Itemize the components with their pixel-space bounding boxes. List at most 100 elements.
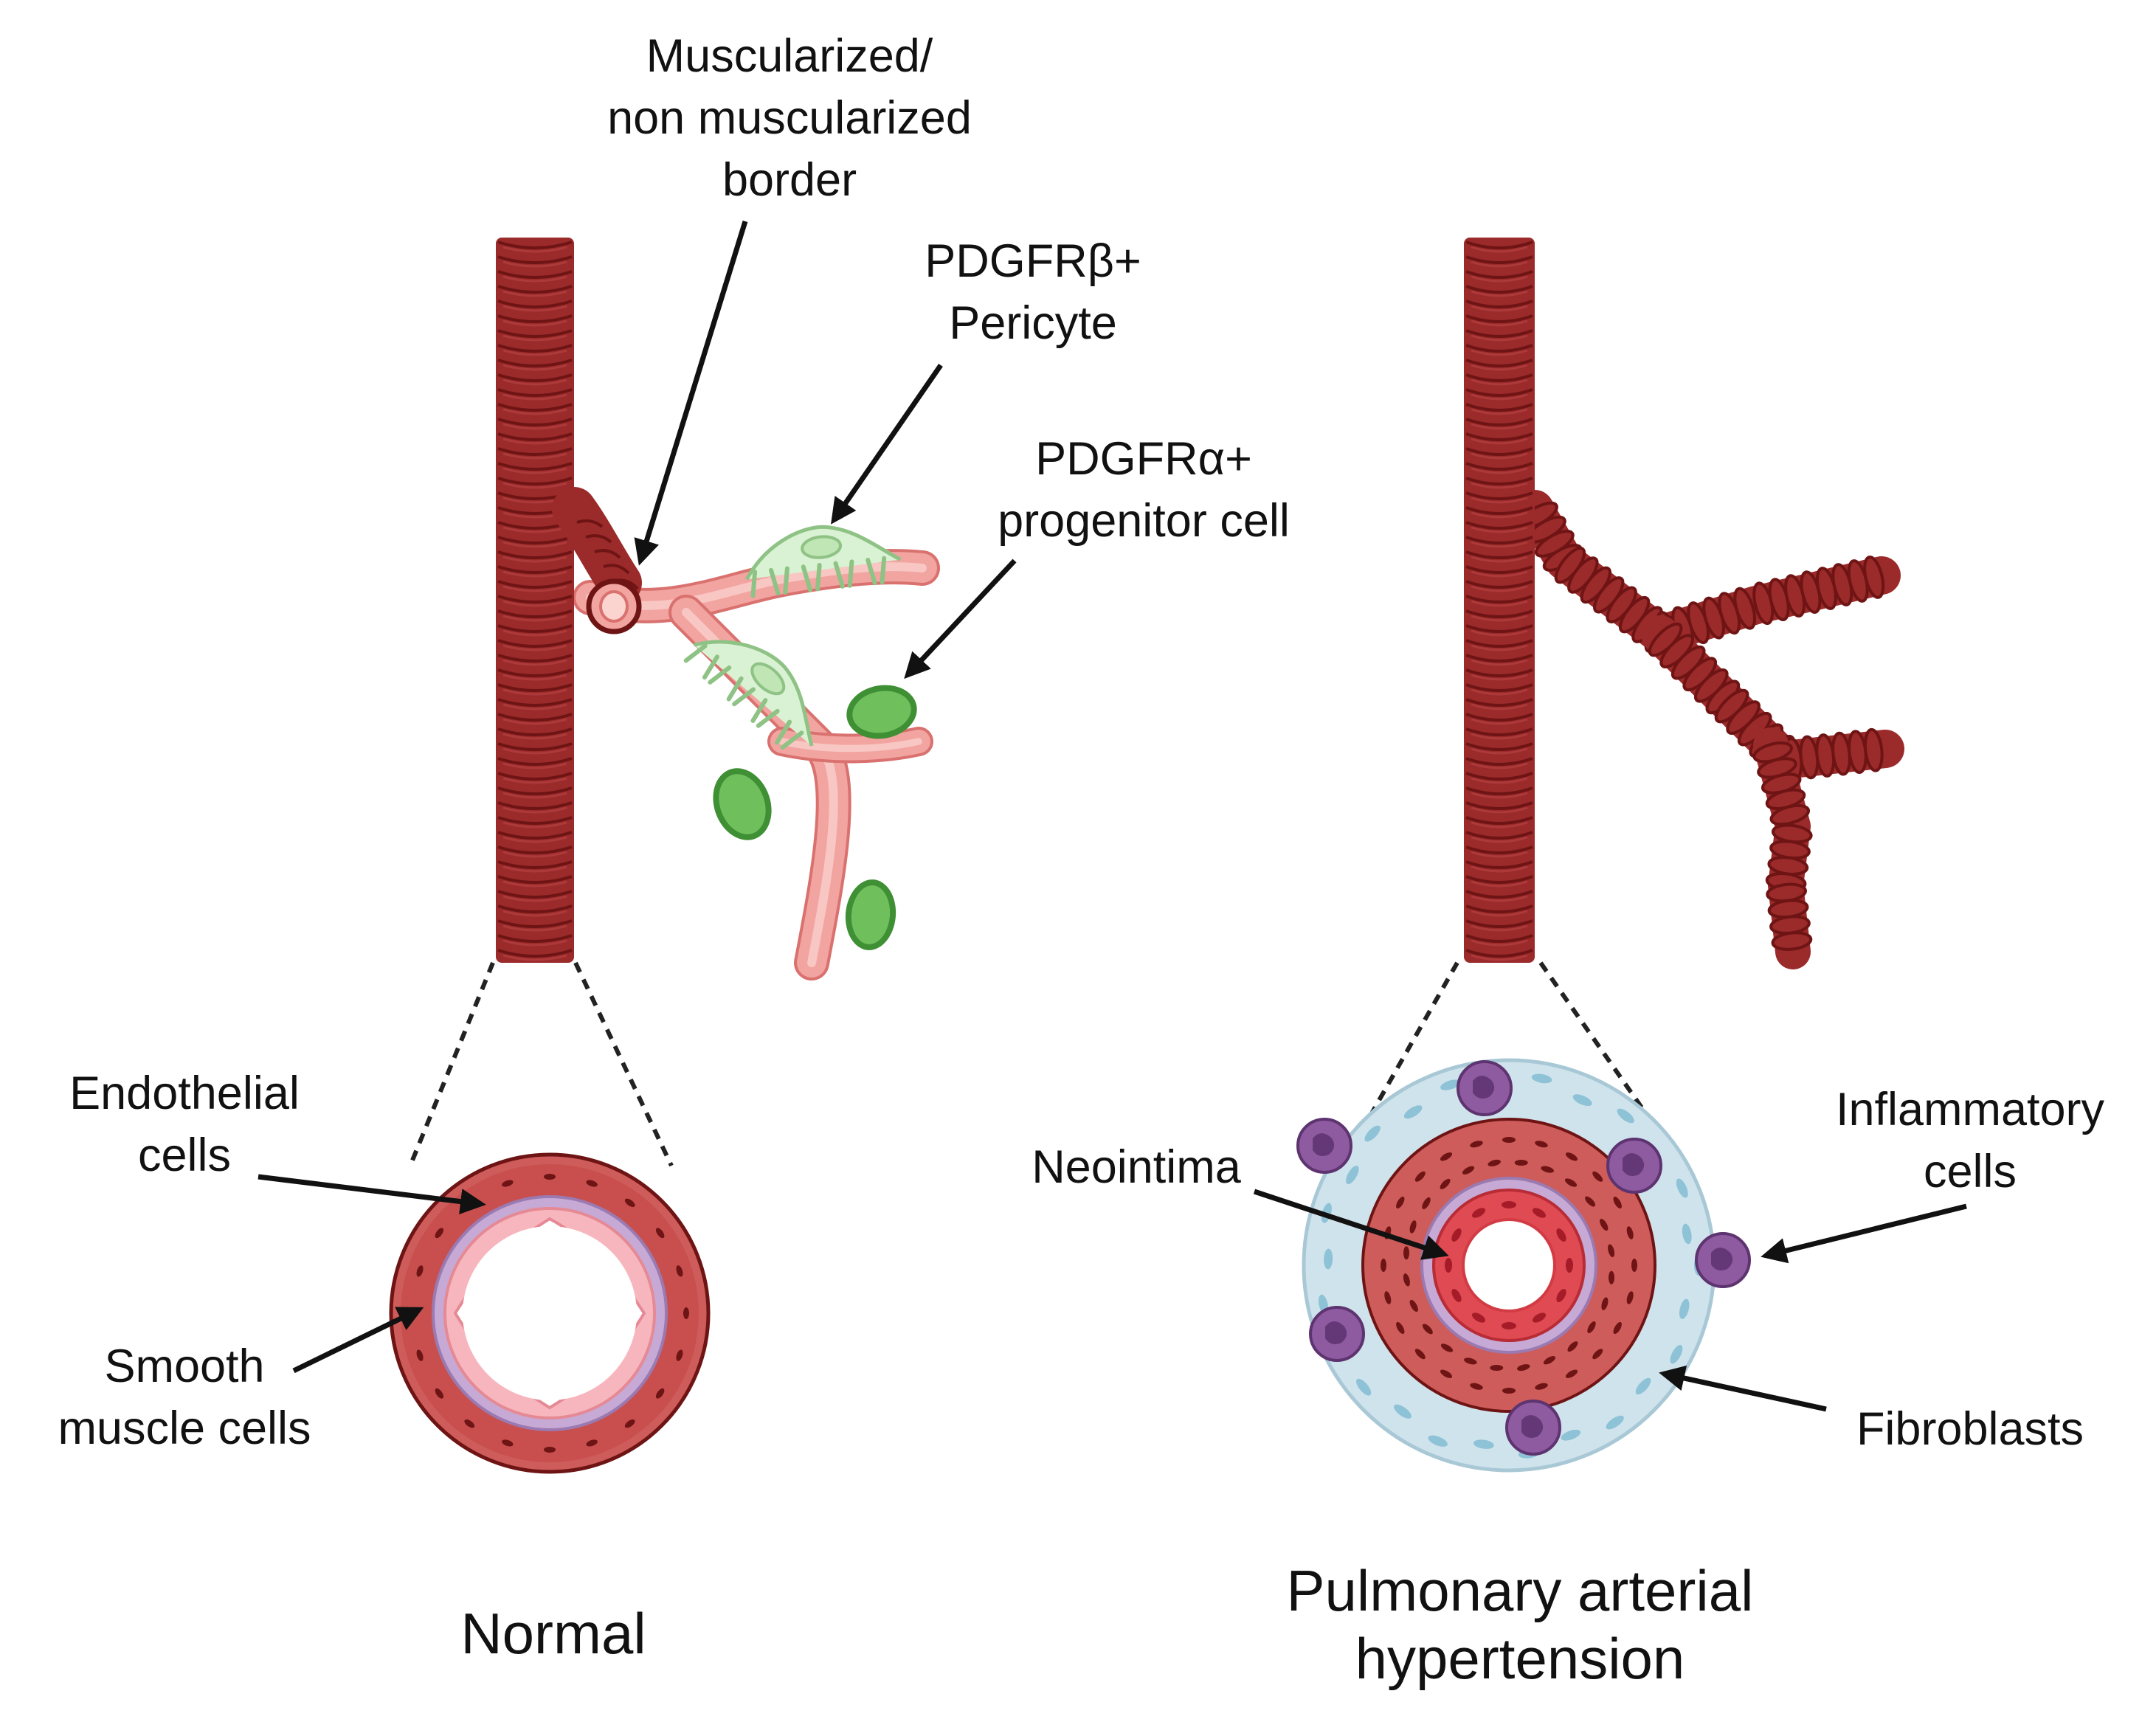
branch-ring (1769, 803, 1811, 826)
smc-nucleus (1464, 1357, 1477, 1365)
pericyte-process (801, 564, 813, 592)
muscle-ring-highlight (1471, 246, 1528, 253)
muscle-ring (1465, 757, 1533, 766)
muscle-ring (497, 713, 573, 722)
muscle-ring (497, 683, 573, 692)
muscle-ring-highlight (502, 806, 567, 814)
muscle-ring-highlight (502, 423, 567, 430)
muscle-ring (1465, 521, 1533, 530)
muscle-ring-highlight (502, 378, 567, 386)
smc-nucleus (544, 1174, 556, 1180)
muscle-ring-highlight (502, 703, 567, 710)
smc-nucleus (502, 1439, 514, 1447)
pericyte-process (880, 556, 887, 585)
muscle-ring-highlight (502, 349, 567, 356)
muscle-ring-highlight (1471, 880, 1528, 888)
muscle-ring (497, 477, 573, 485)
lumen (1462, 1218, 1556, 1312)
pericyte-process (750, 570, 758, 598)
muscle-ring-highlight (502, 437, 567, 445)
muscle-ring (497, 403, 573, 412)
muscle-ring (497, 595, 573, 603)
muscle-ring (497, 432, 573, 441)
smc-nucleus (502, 1180, 514, 1187)
smc-nucleus (1470, 1383, 1483, 1390)
inflammatory-nucleus (1473, 1076, 1495, 1099)
muscle-ring-highlight (502, 629, 567, 637)
muscle-ring (1465, 388, 1533, 397)
muscle-ring (497, 300, 573, 308)
muscle-ring-highlight (502, 556, 567, 563)
muscle-ring (1465, 462, 1533, 471)
vessel-highlight (778, 738, 922, 753)
muscle-ring-highlight (502, 570, 567, 578)
muscle-ring-highlight (502, 467, 567, 474)
smc-nucleus (586, 1180, 598, 1187)
muscle-ring-highlight (1471, 319, 1528, 327)
smc-nucleus (1608, 1244, 1615, 1257)
muscle-ring-highlight (502, 275, 567, 283)
muscle-ring (1465, 934, 1533, 943)
smc-nucleus (1565, 1152, 1578, 1161)
muscle-ring (1465, 344, 1533, 353)
caption-normal: Normal (460, 1601, 646, 1666)
muscle-ring (1465, 477, 1533, 485)
smc-nucleus (1502, 1388, 1516, 1394)
muscularized-border-cuff (552, 487, 642, 634)
muscle-ring (1465, 491, 1533, 500)
muscle-ring (497, 241, 573, 249)
pericyte-process (768, 567, 781, 596)
muscle-ring-highlight (1471, 556, 1528, 563)
muscle-ring (497, 949, 573, 958)
smc-nucleus (676, 1265, 683, 1277)
muscle-ring-highlight (502, 659, 567, 666)
smc-nucleus (1381, 1259, 1386, 1272)
muscle-ring (497, 447, 573, 456)
arrow-smooth-muscle (292, 1307, 424, 1374)
pericyte-nucleus (750, 662, 786, 696)
smc-nucleus (1600, 1218, 1609, 1231)
neointima-nucleus (1532, 1312, 1547, 1323)
muscle-ring (497, 344, 573, 353)
muscle-ring (497, 668, 573, 677)
label-progenitor: PDGFRα+ progenitor cell (998, 433, 1290, 547)
muscle-ring-highlight (502, 777, 567, 784)
muscle-ring-highlight (502, 364, 567, 371)
pah-cross-section (1296, 1058, 1751, 1473)
muscle-ring (1465, 949, 1533, 958)
fibroblast (1606, 1415, 1624, 1430)
smc-nucleus (1414, 1171, 1426, 1182)
normal-muscular-artery (496, 238, 574, 963)
pericyte-process (732, 687, 756, 707)
muscle-ring (497, 580, 573, 589)
muscle-ring-highlight (1471, 290, 1528, 297)
neointima-nucleus (1471, 1312, 1486, 1323)
muscle-ring (497, 845, 573, 854)
smc-nucleus (1403, 1273, 1410, 1287)
muscle-ring (1465, 359, 1533, 367)
smc-nucleus (544, 1447, 556, 1453)
muscle-ring-highlight (1471, 305, 1528, 312)
muscle-ring-highlight (502, 924, 567, 932)
label-inflammatory-cells: Inflammatory cells (1835, 1084, 2105, 1197)
smc-nucleus (435, 1388, 444, 1399)
muscle-ring-highlight (1471, 482, 1528, 489)
cuff-ring (603, 564, 630, 575)
label-muscularized-border: Muscularized/ non muscularized border (607, 30, 972, 206)
inflammatory-nucleus (1313, 1133, 1335, 1156)
muscle-ring-highlight (1471, 718, 1528, 725)
muscle-ring (1465, 890, 1533, 899)
muscle-ring-highlight (502, 246, 567, 253)
smc-nucleus (1422, 1324, 1433, 1335)
pah-muscularized-branches (1516, 490, 1904, 969)
muscle-ring (497, 816, 573, 825)
muscle-ring (497, 919, 573, 928)
inflammatory-nucleus (1623, 1153, 1645, 1176)
muscle-ring-highlight (1471, 334, 1528, 342)
muscle-ring (1465, 831, 1533, 840)
pericyte-nucleus (801, 535, 842, 559)
muscle-ring (497, 359, 573, 367)
fibroblast (1561, 1429, 1581, 1441)
smc-nucleus (1490, 1364, 1504, 1371)
muscle-ring (497, 255, 573, 264)
